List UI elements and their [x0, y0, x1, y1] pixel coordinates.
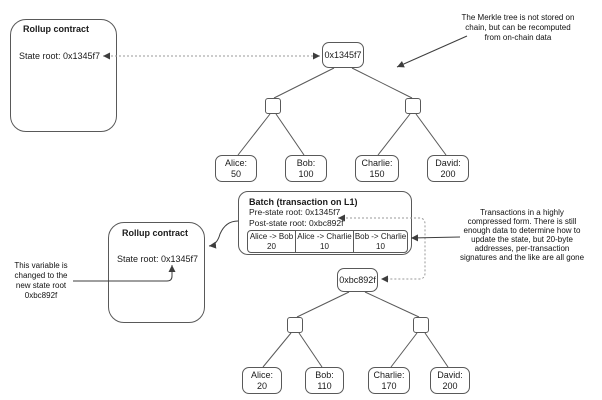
leaf-value: 170 [381, 380, 397, 391]
transaction-cell: Bob -> Charlie 10 [353, 231, 407, 252]
merkle-internal-node [287, 317, 303, 333]
leaf-name: Charlie: [373, 369, 405, 380]
state-variable-annotation: This variable is changed to the new stat… [14, 261, 68, 300]
batch-box: Batch (transaction on L1) Pre-state root… [238, 191, 412, 255]
transaction-label: Alice -> Charlie [297, 232, 352, 241]
batch-title: Batch (transaction on L1) [249, 197, 358, 207]
merkle-tree-annotation: The Merkle tree is not stored on chain, … [461, 13, 575, 42]
compressed-note-arrow [410, 234, 461, 242]
leaf-node-david-top: David: 200 [427, 155, 469, 182]
state-root-value: State root: 0x1345f7 [19, 51, 101, 61]
transaction-cell: Alice -> Bob 20 [248, 231, 295, 252]
merkle-note-arrow [396, 35, 468, 68]
merkle-internal-node [405, 98, 421, 114]
transaction-cell: Alice -> Charlie 10 [295, 231, 353, 252]
leaf-name: Charlie: [361, 157, 393, 168]
leaf-value: 110 [317, 380, 332, 391]
leaf-node-alice-top: Alice: 50 [215, 155, 257, 182]
leaf-node-bob-bottom: Bob: 110 [305, 367, 344, 394]
transaction-label: Bob -> Charlie [354, 232, 407, 241]
transaction-amount: 20 [267, 241, 276, 251]
leaf-name: David: [437, 369, 463, 380]
leaf-name: Bob: [315, 369, 334, 380]
transaction-label: Alice -> Bob [249, 232, 294, 241]
post-state-root: Post-state root: 0xbc892f [249, 218, 344, 228]
batch-to-contract-arrow [208, 220, 239, 249]
leaf-name: David: [435, 157, 461, 168]
rollup-contract-title: Rollup contract [122, 228, 189, 238]
rollup-contract-title: Rollup contract [23, 24, 90, 34]
leaf-node-charlie-bottom: Charlie: 170 [368, 367, 410, 394]
transaction-amount: 10 [320, 241, 329, 251]
state-root-value: State root: 0x1345f7 [117, 254, 199, 264]
leaf-value: 150 [369, 168, 385, 179]
leaf-name: Alice: [250, 369, 273, 380]
rollup-contract-box-updated: Rollup contract State root: 0x1345f7 [108, 222, 205, 323]
merkle-internal-node [413, 317, 429, 333]
leaf-node-bob-top: Bob: 100 [285, 155, 327, 182]
leaf-node-alice-bottom: Alice: 20 [242, 367, 282, 394]
rollup-contract-box-initial: Rollup contract State root: 0x1345f7 [10, 19, 117, 132]
leaf-value: 100 [298, 168, 314, 179]
leaf-value: 50 [230, 168, 241, 179]
merkle-root-node-bottom: 0xbc892f [337, 268, 378, 292]
leaf-value: 20 [256, 380, 267, 391]
pre-state-root: Pre-state root: 0x1345f7 [249, 207, 341, 217]
merkle-root-node-top: 0x1345f7 [322, 42, 364, 68]
leaf-value: 200 [442, 380, 458, 391]
leaf-node-charlie-top: Charlie: 150 [355, 155, 399, 182]
compressed-transactions-annotation: Transactions in a highly compressed form… [459, 208, 585, 262]
transactions-table: Alice -> Bob 20 Alice -> Charlie 10 Bob … [247, 230, 408, 253]
leaf-node-david-bottom: David: 200 [430, 367, 470, 394]
leaf-value: 200 [440, 168, 456, 179]
transaction-amount: 10 [376, 241, 385, 251]
leaf-name: Bob: [296, 157, 316, 168]
leaf-name: Alice: [224, 157, 247, 168]
merkle-internal-node [265, 98, 281, 114]
